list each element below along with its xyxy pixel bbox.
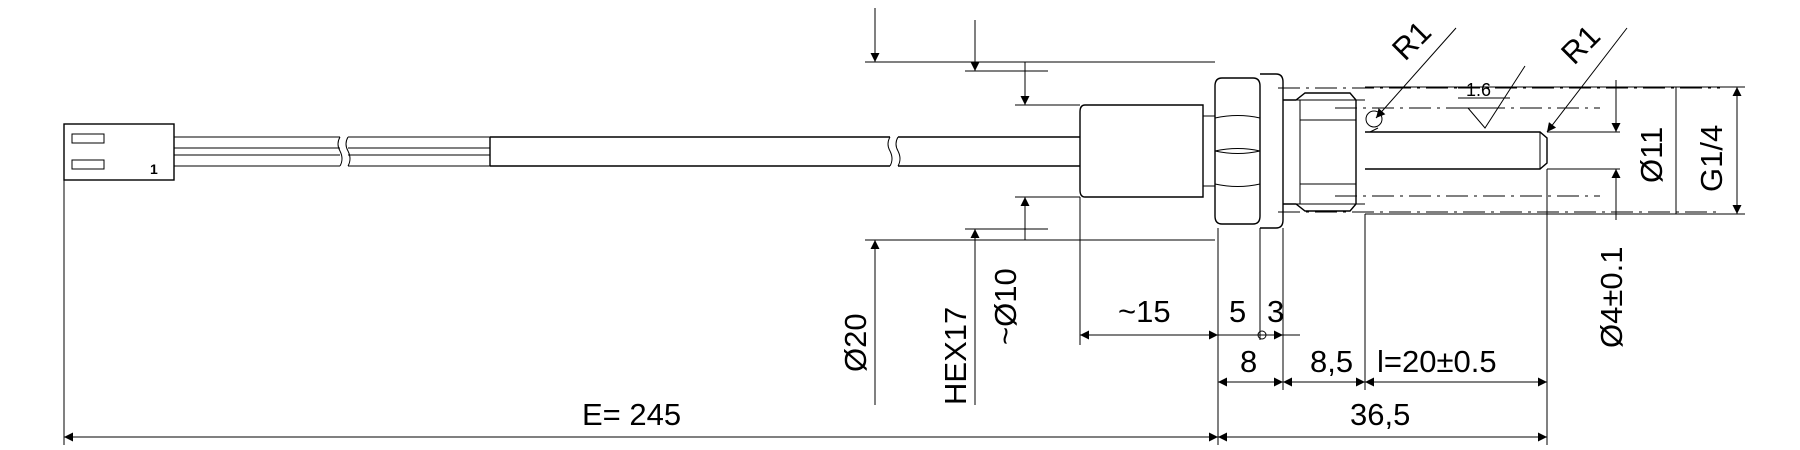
roughness-symbol: 1.6 (1458, 65, 1526, 129)
len85-label: 8,5 (1310, 344, 1353, 379)
probe (1365, 110, 1548, 170)
len3-label: 3 (1267, 294, 1284, 329)
r1-left-label: R1 (1385, 14, 1438, 67)
thread (1283, 92, 1365, 212)
g14-label: G1/4 (1694, 125, 1729, 192)
hex17-label: HEX17 (938, 307, 973, 405)
cable (174, 136, 1080, 167)
dia10-label: ~Ø10 (988, 268, 1023, 345)
len365-label: 36,5 (1350, 397, 1410, 432)
r1-right-label: R1 (1554, 18, 1607, 71)
hex-nut (1214, 73, 1284, 229)
cable-sleeve (1079, 104, 1215, 198)
len8-label: 8 (1240, 344, 1257, 379)
left-dimensions: Ø20 HEX17 ~Ø10 (838, 8, 1215, 405)
pin-1-label: 1 (150, 161, 158, 177)
horizontal-dimensions: ~15 5 3 8 8,5 l=20±0.5 36,5 E= 245 (63, 169, 1548, 445)
radius-leaders: R1 R1 (1375, 14, 1628, 133)
len15-label: ~15 (1118, 294, 1171, 329)
dia20-label: Ø20 (838, 313, 873, 372)
dia4-label: Ø4±0.1 (1594, 247, 1629, 348)
roughness-label: 1.6 (1466, 80, 1491, 100)
right-dimensions: Ø11 G1/4 Ø4±0.1 (1365, 80, 1745, 348)
connector: 1 (63, 123, 175, 181)
center-lines (1278, 87, 1720, 213)
len-e-label: E= 245 (582, 397, 681, 432)
len5-label: 5 (1229, 294, 1246, 329)
dia11-label: Ø11 (1634, 127, 1669, 183)
len-l-label: l=20±0.5 (1377, 344, 1497, 379)
